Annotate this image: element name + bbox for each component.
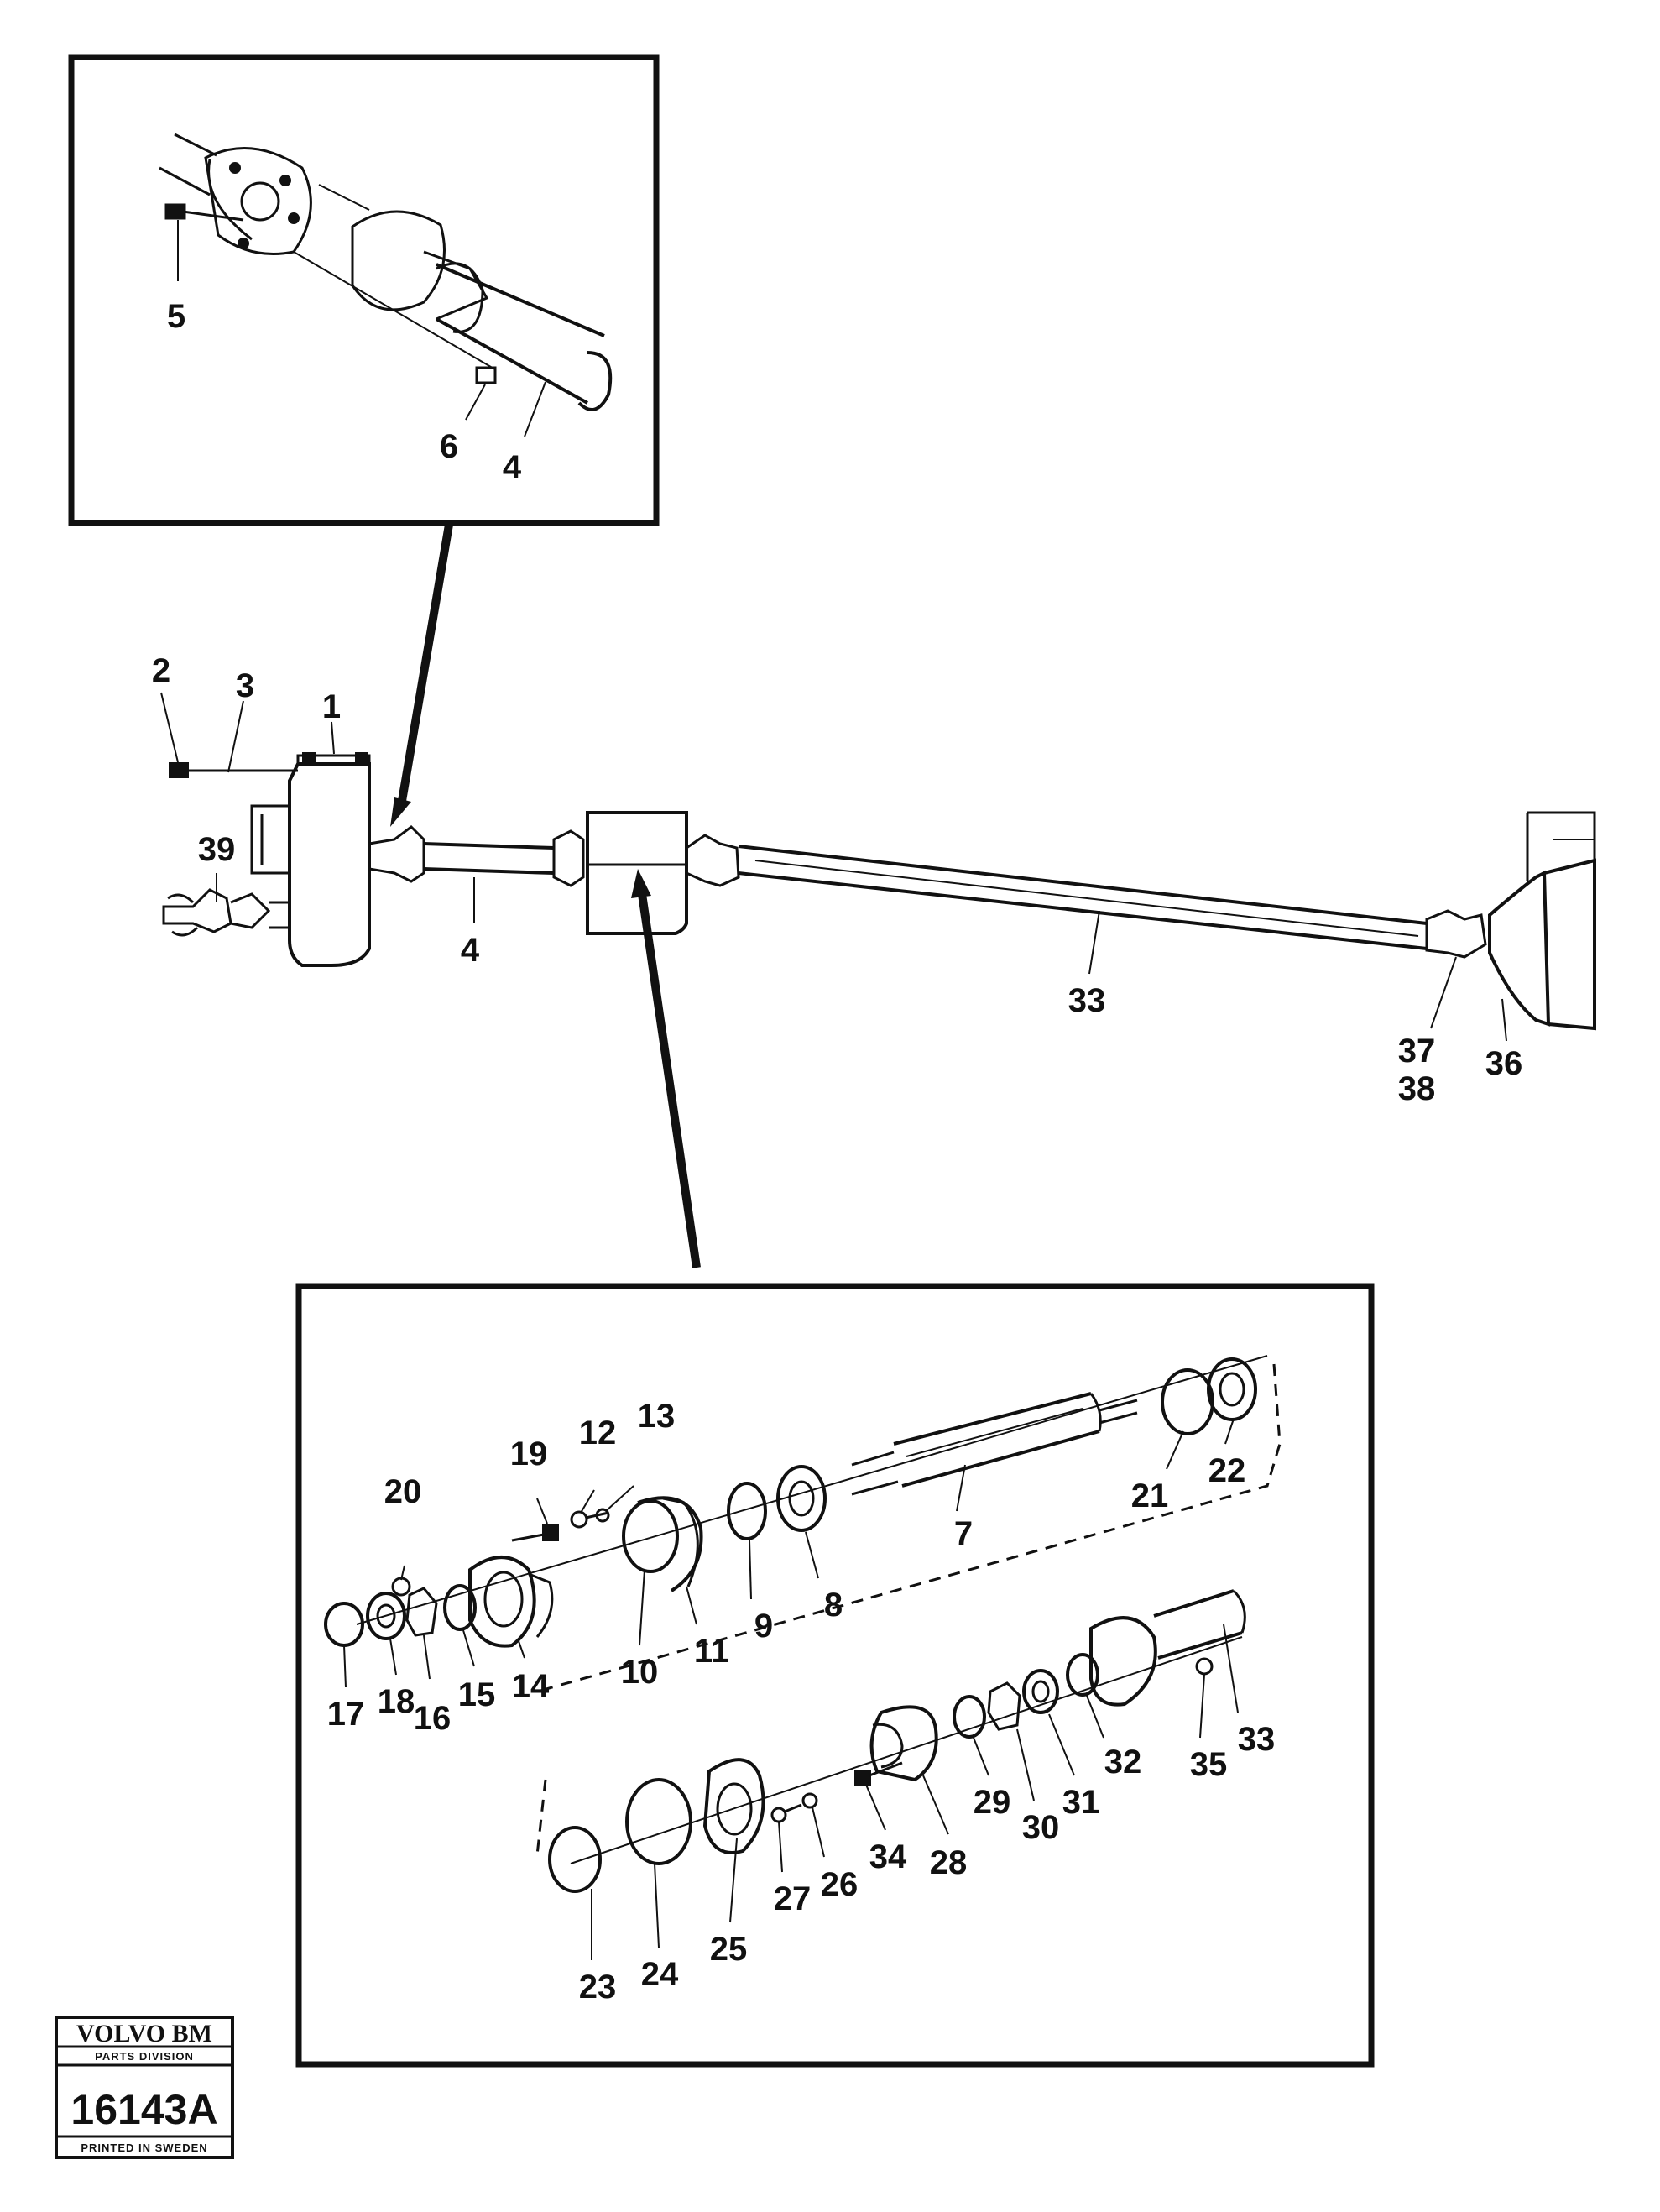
callout-2: 2 [152,652,170,689]
lock-washer-30 [987,1681,1021,1731]
callout-19: 19 [510,1435,548,1472]
shaft-7 [851,1392,1138,1496]
bearing-8 [776,1465,827,1532]
callout-26: 26 [821,1866,859,1903]
callout-29: 29 [974,1784,1011,1821]
stamp-number: 16143A [70,2086,217,2133]
callout-labels: 5 6 4 2 3 1 39 4 33 37 38 36 20 19 12 13… [152,298,1522,2005]
top-inset-frame [68,54,660,526]
cover-25 [702,1758,765,1854]
callout-10: 10 [621,1654,659,1691]
rear-axle-housing [1488,870,1551,1027]
callout-39: 39 [198,831,236,868]
inset-sleeve [436,262,484,333]
flange-28 [869,1705,938,1782]
lock-washer-16 [405,1587,438,1637]
inset-bolt [164,203,244,222]
ring-9 [727,1482,767,1540]
mid-ujoint-left [552,829,585,887]
stamp-frame [55,2016,234,2159]
inset-tube [436,263,613,411]
callout-5: 5 [167,298,185,335]
bolt-34 [854,1761,903,1786]
callout-13: 13 [638,1398,676,1435]
callout-34: 34 [869,1838,907,1875]
bearing-housing-10-11 [622,1496,703,1592]
callout-9: 9 [754,1608,773,1645]
nut-31 [1022,1669,1059,1714]
flange-14 [468,1556,554,1648]
callout-21: 21 [1131,1477,1169,1514]
washer-27 [770,1807,787,1823]
main-assembly [160,692,1596,1042]
bolt-19 [511,1524,559,1542]
callout-24: 24 [641,1956,679,1993]
callout-25: 25 [710,1931,748,1968]
seal-32 [1066,1653,1099,1697]
callout-37: 37 [1398,1033,1436,1069]
callout-7: 7 [954,1515,973,1552]
callout-18: 18 [378,1683,415,1720]
gearbox-cover [250,804,290,875]
nut-18 [366,1592,406,1640]
callout-28: 28 [930,1844,968,1881]
bearing-22 [1207,1357,1257,1421]
lower-ujoint [162,888,291,933]
rear-ujoint [1425,909,1487,959]
callout-30: 30 [1022,1809,1060,1846]
support-bearing-box [586,811,688,935]
callout-8: 8 [824,1587,843,1624]
main-shaft [738,845,1428,950]
nut-35 [1195,1657,1214,1676]
callout-4-main: 4 [461,932,480,969]
front-shaft [423,842,555,875]
connector-arrows [390,524,701,1268]
callout-3: 3 [236,667,254,704]
plate-24 [625,1778,692,1865]
callout-20: 20 [384,1473,422,1510]
inset-flange-hole [240,181,280,222]
callout-35: 35 [1190,1746,1228,1783]
parts-stamp: VOLVO BM PARTS DIVISION 16143A PRINTED I… [55,2016,234,2159]
callout-6: 6 [440,428,458,465]
callout-33-main: 33 [1068,982,1106,1019]
callout-14: 14 [512,1668,550,1705]
seal-15 [443,1584,477,1631]
inset-flange-shaft [159,133,312,255]
screw-26 [784,1792,818,1813]
callout-38: 38 [1398,1070,1436,1107]
top-inset [68,54,660,526]
stamp-brand: VOLVO BM [76,2020,212,2047]
callout-22: 22 [1208,1452,1246,1489]
front-ujoint [368,825,425,883]
callout-12: 12 [579,1415,617,1451]
bottom-inset-frame [295,1283,1375,2068]
stamp-division: PARTS DIVISION [95,2050,194,2063]
bottom-inset [295,1283,1375,2068]
callout-4-inset: 4 [503,449,522,486]
callout-36: 36 [1485,1045,1523,1082]
callout-16: 16 [414,1700,452,1737]
callout-11: 11 [694,1633,729,1670]
nut-20 [391,1577,411,1597]
callout-23: 23 [579,1969,617,2005]
washer-13 [595,1508,610,1523]
mid-ujoint-right [685,834,740,887]
callout-17: 17 [327,1696,365,1733]
stamp-origin: PRINTED IN SWEDEN [81,2141,207,2154]
callout-27: 27 [774,1880,812,1917]
bolt-12 [570,1510,609,1529]
callout-15: 15 [458,1676,496,1713]
callout-1: 1 [322,688,341,725]
callout-32: 32 [1104,1744,1142,1781]
callout-33-inset: 33 [1238,1721,1276,1758]
ring-29 [953,1695,986,1739]
callout-31: 31 [1062,1784,1100,1821]
gearbox [288,762,371,967]
ring-23 [548,1826,602,1893]
shaft-flange-33 [1089,1589,1246,1707]
circlip-21 [1161,1368,1214,1435]
inset-nut [475,366,497,384]
